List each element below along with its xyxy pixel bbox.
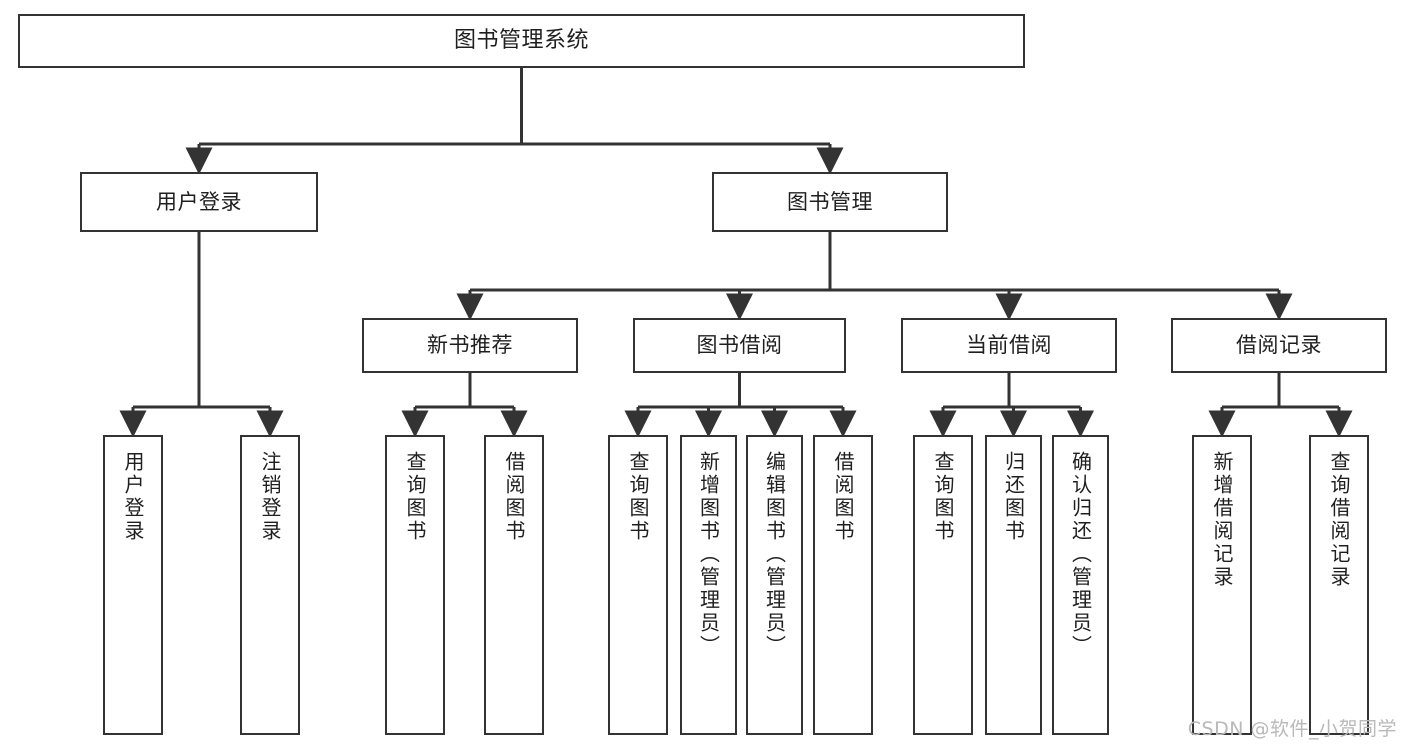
node-leaf-br-add[interactable]: 新增借阅记录 bbox=[1192, 435, 1252, 735]
node-label: 查询图书 bbox=[626, 451, 650, 543]
node-label: 图书管理 bbox=[787, 189, 873, 214]
node-label: 查询图书 bbox=[403, 451, 427, 543]
node-leaf-bb-borrow[interactable]: 借阅图书 bbox=[813, 435, 873, 735]
node-label: 确认归还（管理员） bbox=[1068, 451, 1093, 658]
node-label: 当前借阅 bbox=[966, 333, 1052, 358]
node-current-borrow[interactable]: 当前借阅 bbox=[901, 318, 1117, 373]
node-leaf-cb-return[interactable]: 归还图书 bbox=[985, 435, 1042, 735]
node-leaf-bb-add[interactable]: 新增图书（管理员） bbox=[680, 435, 737, 735]
node-borrow-record[interactable]: 借阅记录 bbox=[1171, 318, 1387, 373]
node-label: 查询图书 bbox=[931, 451, 955, 543]
node-leaf-rec-query[interactable]: 查询图书 bbox=[385, 435, 445, 735]
node-leaf-user-login[interactable]: 用户登录 bbox=[103, 435, 163, 735]
node-label: 用户登录 bbox=[121, 451, 145, 543]
node-label: 注销登录 bbox=[258, 451, 282, 543]
node-book-manage[interactable]: 图书管理 bbox=[712, 172, 948, 232]
node-label: 图书管理系统 bbox=[453, 28, 589, 54]
node-label: 归还图书 bbox=[1001, 451, 1026, 543]
node-leaf-cb-query[interactable]: 查询图书 bbox=[913, 435, 973, 735]
node-label: 借阅图书 bbox=[831, 451, 855, 543]
node-leaf-cb-confirm[interactable]: 确认归还（管理员） bbox=[1052, 435, 1109, 735]
edge-bus-borrow-record bbox=[1222, 373, 1339, 409]
node-label: 借阅图书 bbox=[502, 451, 526, 543]
node-leaf-logout[interactable]: 注销登录 bbox=[240, 435, 300, 735]
node-label: 查询借阅记录 bbox=[1327, 451, 1351, 589]
node-leaf-bb-query[interactable]: 查询图书 bbox=[608, 435, 668, 735]
node-label: 用户登录 bbox=[156, 189, 242, 214]
edge-bus-new-book-rec bbox=[415, 373, 514, 409]
node-new-book-rec[interactable]: 新书推荐 bbox=[362, 318, 578, 373]
watermark-text: CSDN @软件_小贺同学 bbox=[1187, 718, 1397, 740]
node-leaf-bb-edit[interactable]: 编辑图书（管理员） bbox=[746, 435, 803, 735]
edge-bus-current-borrow bbox=[943, 373, 1081, 409]
edge-bus-book-borrow bbox=[638, 373, 843, 409]
node-book-borrow[interactable]: 图书借阅 bbox=[633, 318, 846, 373]
edge-bus-book-manage bbox=[470, 232, 1279, 292]
node-leaf-rec-borrow[interactable]: 借阅图书 bbox=[484, 435, 544, 735]
node-label: 借阅记录 bbox=[1236, 333, 1322, 358]
node-label: 编辑图书（管理员） bbox=[762, 451, 787, 658]
node-root[interactable]: 图书管理系统 bbox=[18, 14, 1025, 68]
edge-bus-user-login bbox=[133, 232, 270, 409]
node-label: 新增借阅记录 bbox=[1210, 451, 1234, 589]
node-label: 新增图书（管理员） bbox=[696, 451, 721, 658]
edge-bus-root bbox=[199, 68, 830, 146]
node-user-login[interactable]: 用户登录 bbox=[80, 172, 318, 232]
node-leaf-br-query[interactable]: 查询借阅记录 bbox=[1309, 435, 1369, 735]
node-label: 图书借阅 bbox=[696, 333, 783, 358]
node-label: 新书推荐 bbox=[427, 333, 513, 358]
